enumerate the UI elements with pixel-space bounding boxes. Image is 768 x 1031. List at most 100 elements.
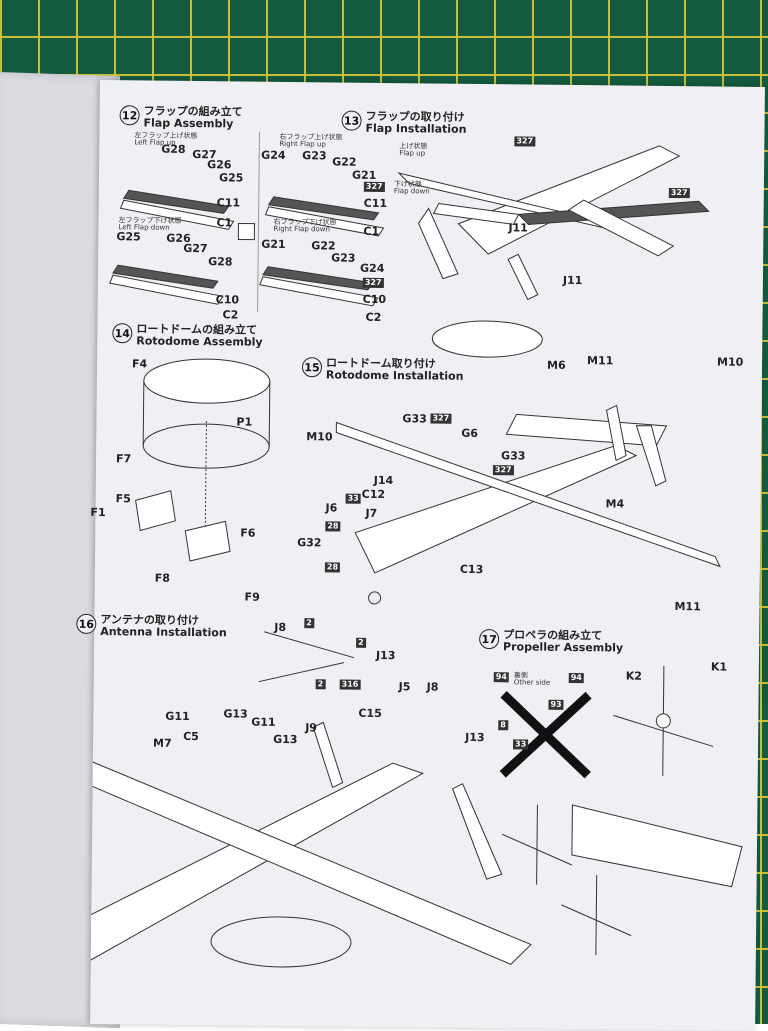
part-label: J5 [398, 680, 411, 694]
part-label: C13 [459, 562, 484, 577]
part-label: C12 [361, 487, 386, 502]
paint-code-box: 28 [324, 562, 341, 573]
step-title-en: Rotodome Installation [325, 368, 464, 383]
paint-code-box: 33 [345, 493, 361, 504]
part-label: G21 [351, 168, 377, 182]
part-label: K1 [710, 660, 728, 674]
step-number: 15 [301, 357, 323, 378]
part-label: C2 [222, 308, 239, 322]
part-label: G28 [161, 142, 186, 156]
paint-code-box: 8 [498, 720, 508, 731]
paint-code-box: 327 [514, 136, 536, 147]
paint-code-box: 94 [493, 672, 509, 683]
part-label: F7 [115, 452, 132, 466]
part-label: M7 [152, 736, 172, 750]
part-label: C10 [362, 292, 387, 307]
part-label: G13 [223, 707, 248, 721]
part-label: F5 [115, 492, 131, 506]
step-number: 12 [119, 105, 140, 126]
part-label: G27 [183, 241, 208, 256]
part-label: C10 [215, 293, 240, 307]
step-16-title: 16 アンテナの取り付け Antenna Installation [76, 613, 227, 640]
paint-code-box: 2 [304, 618, 314, 629]
step-13-title: 13 フラップの取り付け Flap Installation [341, 110, 467, 136]
part-label: F8 [154, 571, 171, 585]
paint-code-box: 2 [315, 679, 326, 690]
part-label: J9 [305, 721, 318, 735]
part-label: F9 [244, 590, 260, 604]
step-title-en: Flap Assembly [143, 116, 234, 131]
step-number: 17 [479, 629, 500, 650]
part-label: C2 [365, 310, 382, 324]
part-label: G21 [261, 237, 286, 251]
part-label: C5 [183, 729, 199, 744]
step-title-en: Propeller Assembly [503, 640, 624, 655]
part-label: G28 [208, 255, 233, 269]
part-label: M10 [717, 355, 744, 369]
part-label: J6 [325, 501, 338, 515]
part-label: J8 [274, 620, 287, 634]
step-17-title: 17 プロペラの組み立て Propeller Assembly [479, 628, 624, 655]
step-12-title: 12 フラップの組み立て Flap Assembly [119, 104, 243, 131]
paint-code-box: 327 [363, 181, 385, 192]
part-label: G22 [332, 155, 357, 169]
part-label: G11 [251, 715, 276, 729]
part-label: J11 [562, 273, 583, 288]
part-label: C15 [358, 706, 382, 720]
part-label: G33 [402, 412, 427, 426]
part-label: J14 [373, 473, 394, 488]
part-label: G13 [273, 732, 298, 747]
part-label: G33 [501, 449, 526, 463]
part-label: G25 [218, 171, 244, 185]
part-label: M11 [674, 600, 701, 614]
part-label: M4 [605, 497, 625, 511]
aircraft-rotodome-installation [335, 320, 721, 605]
part-label: G6 [461, 426, 479, 440]
paint-code-box: 327 [430, 413, 452, 424]
part-label: F1 [90, 505, 106, 520]
instruction-sheet: 12 フラップの組み立て Flap Assembly 13 フラップの取り付け … [76, 80, 765, 1031]
step-title-en: Rotodome Assembly [136, 334, 263, 349]
part-label: G32 [297, 536, 322, 550]
part-label: G22 [311, 239, 336, 253]
paint-code-box: 327 [362, 277, 384, 288]
part-label: G26 [207, 158, 232, 172]
step-number: 14 [112, 323, 133, 344]
paint-code-box: 327 [492, 465, 514, 476]
propeller-parts [499, 665, 743, 956]
step-15-title: 15 ロートドーム取り付け Rotodome Installation [301, 356, 464, 383]
paint-code-box: 327 [668, 187, 690, 199]
part-label: J13 [465, 730, 485, 745]
part-label: G23 [331, 251, 356, 265]
aircraft-antenna-installation [90, 631, 532, 968]
part-label: J8 [426, 680, 439, 694]
part-label: G24 [261, 148, 286, 162]
step-title-en: Flap Installation [365, 121, 467, 136]
part-label: G23 [302, 149, 327, 163]
part-label: M6 [546, 358, 566, 372]
part-label: C1 [216, 216, 233, 230]
part-label: J11 [508, 221, 528, 235]
rotodome-drawing [135, 358, 271, 562]
part-label: F4 [131, 357, 148, 371]
part-label: C11 [363, 196, 388, 211]
flap-parts-step12 [109, 131, 385, 312]
paint-code-box: 2 [356, 637, 366, 648]
part-label: C1 [363, 224, 380, 238]
aircraft-flap-installation [397, 145, 710, 301]
part-label: J7 [365, 506, 378, 520]
paint-code-box: 94 [568, 672, 584, 684]
part-label: K2 [625, 669, 643, 683]
step-number: 13 [341, 110, 362, 131]
part-label: C11 [216, 196, 241, 210]
part-label: M10 [306, 430, 333, 444]
paint-code-box: 316 [339, 679, 361, 690]
part-label: F6 [240, 526, 256, 540]
paint-code-box: 33 [513, 739, 529, 750]
paint-code-box: 28 [325, 521, 341, 532]
